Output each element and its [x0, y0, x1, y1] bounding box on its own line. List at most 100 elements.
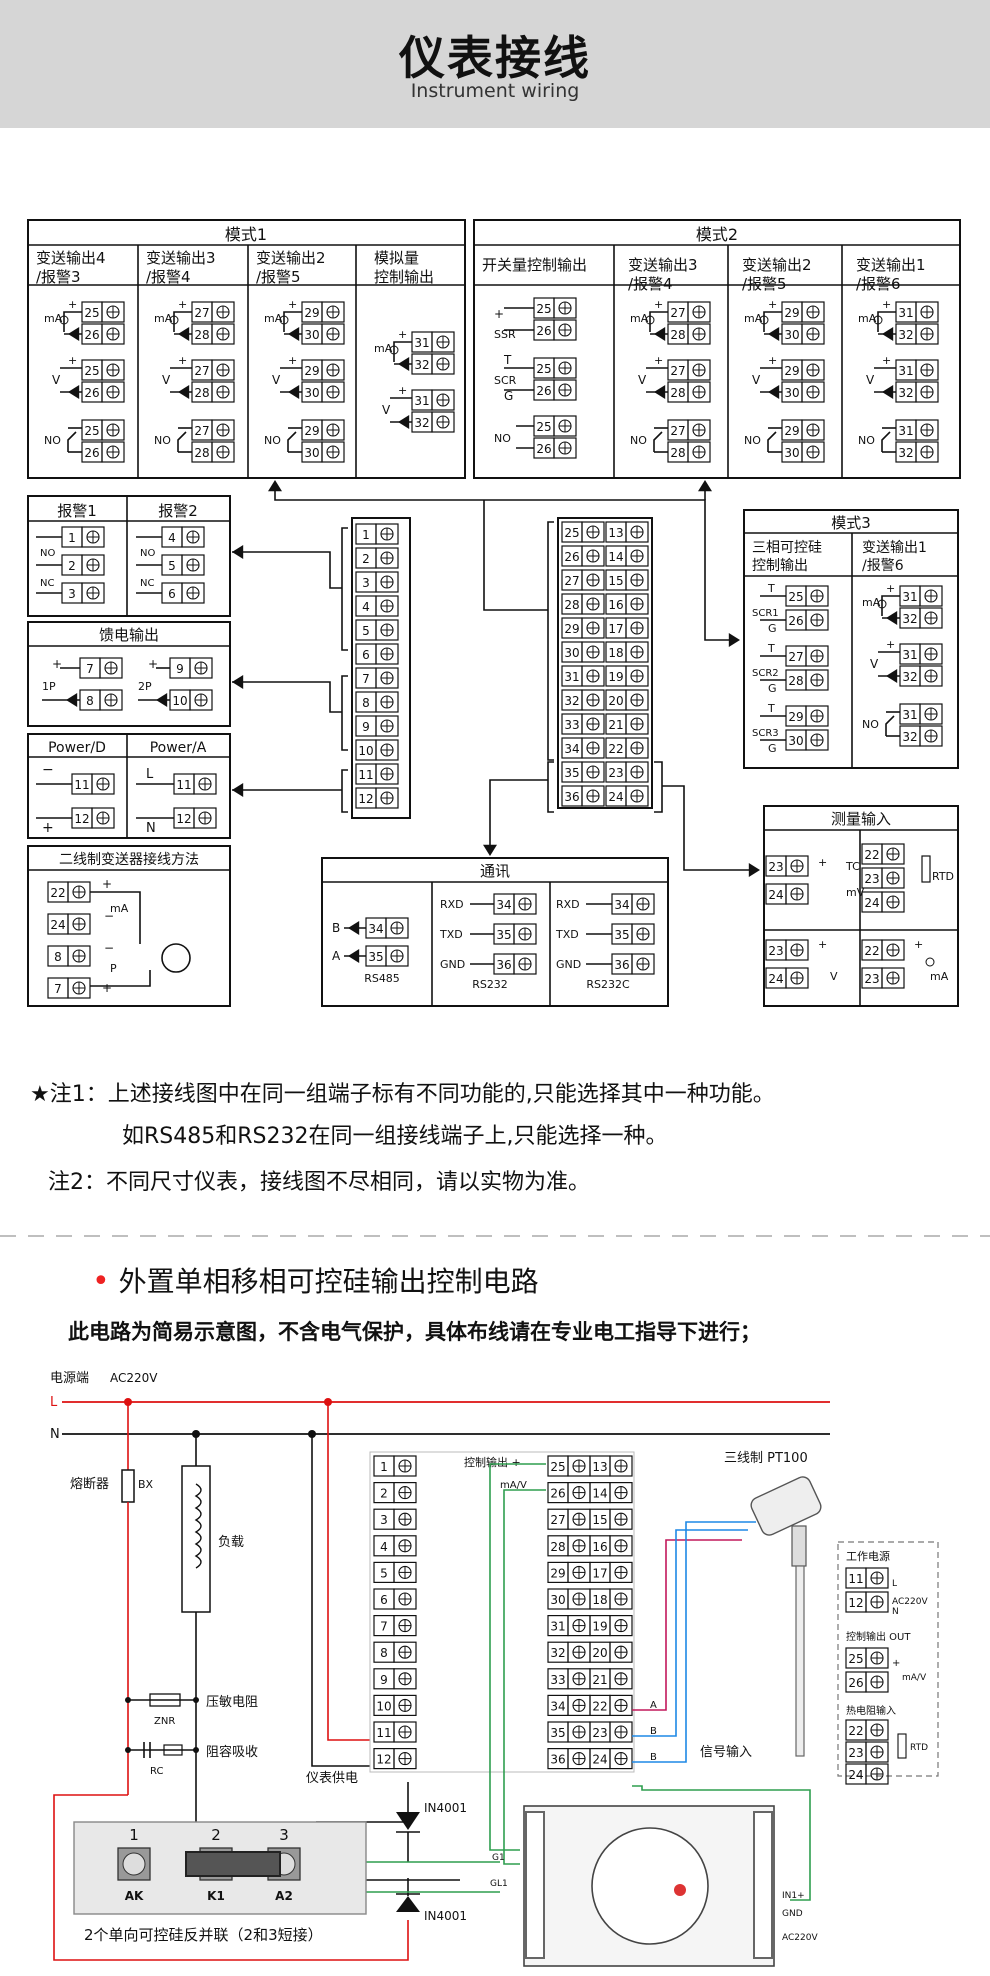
- terminal-number: 29: [788, 710, 803, 724]
- terminal-number: 28: [670, 446, 685, 460]
- terminal-number: 22: [848, 1724, 863, 1738]
- l-label: L: [146, 767, 154, 782]
- terminal-number: 25: [84, 424, 99, 438]
- terminal-screw-box: [785, 855, 809, 877]
- terminal-screw-box: [321, 441, 345, 463]
- terminal-screw-box: [805, 585, 829, 607]
- arrow-head: [156, 693, 168, 707]
- ma-label: mA: [858, 312, 877, 325]
- terminal-number: 3: [380, 1513, 388, 1527]
- znr-name: 压敏电阻: [206, 1695, 258, 1710]
- plus-sign: +: [768, 298, 777, 311]
- terminal-screw-box: [625, 545, 649, 567]
- power-box: [27, 733, 231, 839]
- ammeter-icon: [645, 315, 655, 325]
- terminal-screw-box: [687, 441, 711, 463]
- terminal-number: 11: [74, 778, 89, 792]
- terminal-screw-box: [101, 359, 125, 381]
- terminal-screw-box: [865, 1591, 889, 1613]
- terminal-screw-box: [375, 643, 399, 665]
- plus-sign: +: [178, 298, 187, 311]
- plus-sign: +: [68, 298, 77, 311]
- p-label: P: [110, 962, 117, 975]
- terminal-screw-box: [393, 1508, 417, 1530]
- terminal-number: 11: [848, 1572, 863, 1586]
- ac220-label: AC220V: [782, 1933, 818, 1943]
- terminal-screw-box: [609, 1747, 633, 1770]
- terminal-screw-box: [181, 526, 205, 548]
- terminal-screw-box: [625, 665, 649, 687]
- no-label: NO: [154, 434, 171, 447]
- arrow-head: [886, 669, 898, 683]
- terminal-screw-box: [805, 609, 829, 631]
- terminal-number: 12: [358, 792, 373, 806]
- alarm2-title: 报警2: [158, 502, 198, 520]
- ma-label: mA: [930, 970, 949, 983]
- minus-sign: −: [104, 909, 114, 923]
- terminal-screw-box: [881, 967, 905, 989]
- ma-label: mA: [630, 312, 649, 325]
- terminal-number: 11: [358, 768, 373, 782]
- arrow-head: [882, 385, 894, 399]
- rs485-b: B: [332, 921, 340, 935]
- terminal-screw-box: [67, 977, 91, 999]
- pt100-neck: [791, 1525, 807, 1567]
- mode3-col-header: 控制输出: [752, 558, 808, 574]
- plus-sign: +: [398, 384, 407, 397]
- terminal-number: 24: [864, 896, 879, 910]
- terminal-screw-box: [801, 359, 825, 381]
- mode1-col-header: 变送输出3: [146, 249, 216, 267]
- brace: [654, 761, 663, 813]
- no-label: NO: [44, 434, 61, 447]
- terminal-number: 24: [608, 790, 623, 804]
- terminal-number: 7: [86, 662, 94, 676]
- wire: [283, 311, 302, 332]
- nc-label: NC: [140, 578, 154, 589]
- terminal-number: 31: [902, 648, 917, 662]
- arrow-head: [178, 327, 190, 341]
- terminal-screw-box: [609, 1614, 633, 1637]
- terminal-number: 3: [362, 576, 370, 590]
- terminal-screw-box: [393, 1481, 417, 1504]
- terminal-screw-box: [189, 657, 213, 679]
- ammeter-icon: [59, 315, 69, 325]
- wire: [393, 341, 412, 362]
- terminal-number: 24: [848, 1768, 863, 1782]
- terminal-number: 32: [898, 328, 913, 342]
- terminal-screw-box: [625, 785, 649, 807]
- terminal-number: 29: [550, 1566, 565, 1580]
- terminal-number: 25: [84, 306, 99, 320]
- terminal-number: 32: [898, 386, 913, 400]
- scr-pin-name: A2: [275, 1889, 293, 1903]
- terminal-screw-box: [631, 893, 655, 915]
- header-banner: 仪表接线 Instrument wiring: [0, 0, 990, 128]
- load-coil-icon: [194, 1483, 202, 1569]
- scr-pin-name: AK: [125, 1889, 144, 1903]
- wire-b-label: B: [650, 1752, 657, 1763]
- ammeter-icon: [169, 315, 179, 325]
- brace: [547, 521, 554, 761]
- terminal-number: 24: [592, 1753, 607, 1767]
- junction: [125, 1697, 131, 1703]
- terminal-screw-box: [393, 1747, 417, 1770]
- arrow-head: [886, 611, 898, 625]
- g-label: G: [504, 389, 513, 403]
- mode1-col-header: 控制输出: [374, 268, 434, 286]
- pt100-wire-a: [632, 1539, 742, 1711]
- legend-plus: +: [892, 1658, 900, 1669]
- terminal-screw-box: [581, 713, 605, 735]
- terminal-screw-box: [375, 523, 399, 545]
- arrow-head: [398, 357, 410, 371]
- ammeter-icon: [389, 345, 399, 355]
- terminal-screw-box: [581, 761, 605, 783]
- terminal-screw-box: [865, 1763, 889, 1785]
- terminal-number: 26: [564, 550, 579, 564]
- mode3-col-header: 三相可控硅: [752, 540, 822, 556]
- terminal-screw-box: [919, 585, 943, 607]
- fuse-bx: BX: [138, 1478, 154, 1491]
- rs232-label: RS232: [472, 978, 508, 991]
- mode1-title: 模式1: [225, 225, 267, 244]
- ma-label: mA: [744, 312, 763, 325]
- plus-sign: +: [398, 328, 407, 341]
- mode2-title: 模式2: [696, 225, 738, 244]
